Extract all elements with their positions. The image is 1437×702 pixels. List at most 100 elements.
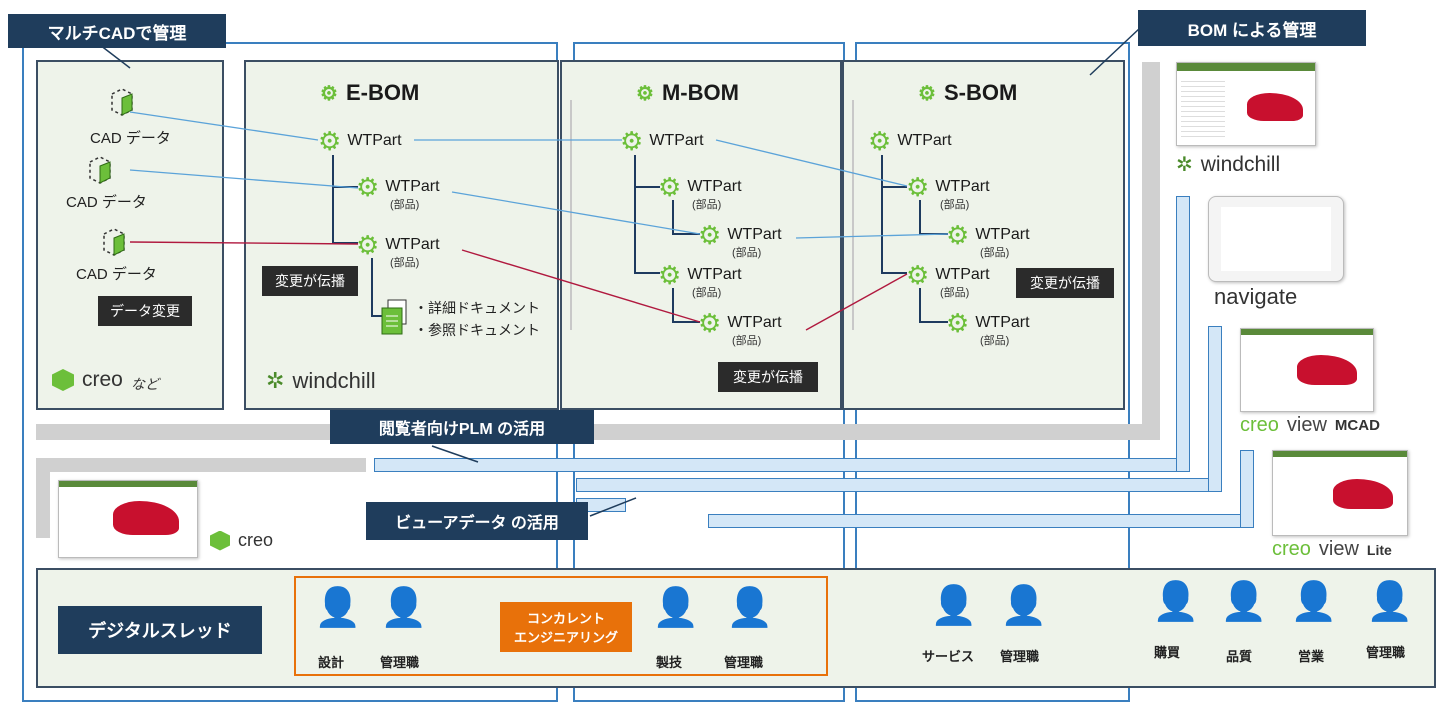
doc-reference-label: ・参照ドキュメント: [414, 322, 540, 338]
ebom-child1-part[interactable]: ⚙ WTPart (部品): [356, 174, 440, 211]
part-gear-icon: ⚙: [658, 260, 682, 290]
sbom-title: ⚙ S-BOM: [918, 80, 1017, 106]
ebom-root-part[interactable]: ⚙ WTPart: [318, 128, 402, 154]
cad-cube-icon: [108, 86, 138, 123]
gear-cluster-icon: ⚙: [918, 82, 936, 105]
navigate-brand: navigate: [1214, 284, 1297, 310]
windchill-brand-text: windchill: [292, 368, 376, 393]
windchill-brand-ebom: ✲ windchill: [266, 368, 376, 394]
part-gear-icon: ⚙: [318, 126, 342, 156]
role-purchase: 購買: [1154, 645, 1181, 660]
ebom-child1-sub: (部品): [390, 199, 420, 211]
role-manager-4: 管理職: [1366, 645, 1406, 660]
view-word: view: [1318, 538, 1359, 560]
document-icon: [380, 298, 408, 335]
mbom-child1-part[interactable]: ⚙ WTPart (部品): [658, 172, 742, 211]
snowmobile-image: [1247, 93, 1303, 121]
gear-cluster-icon: ⚙: [636, 82, 654, 105]
creo-nado-text: など: [130, 376, 159, 392]
ebom-child2-label: WTPart: [385, 236, 440, 253]
mbom-child1a-part[interactable]: ⚙ WTPart (部品): [698, 220, 782, 259]
sbom-child2-sub: (部品): [940, 287, 970, 299]
sbom-child1-sub: (部品): [940, 199, 970, 211]
mbom-panel: [560, 60, 842, 410]
sbom-child1a-part[interactable]: ⚙ WTPart (部品): [946, 220, 1030, 259]
sbom-child1-part[interactable]: ⚙ WTPart (部品): [906, 172, 990, 211]
part-gear-icon: ⚙: [698, 308, 722, 338]
role-design: 設計: [318, 655, 345, 670]
sbom-child2-label: WTPart: [935, 266, 990, 283]
manager-person-icon: 👤: [380, 587, 428, 629]
sbom-child2-part[interactable]: ⚙ WTPart (部品): [906, 262, 990, 299]
mcad-word: MCAD: [1334, 417, 1380, 434]
windchill-brand-right: ✲ windchill: [1176, 152, 1280, 177]
part-gear-icon: ⚙: [946, 220, 970, 250]
data-change-tag: データ変更: [98, 296, 192, 326]
mbom-child2-part[interactable]: ⚙ WTPart (部品): [658, 260, 742, 299]
plm-grey-bar-right: [1142, 62, 1160, 440]
ebom-root-label: WTPart: [347, 132, 402, 149]
manager-person-icon: 👤: [1000, 585, 1048, 627]
part-gear-icon: ⚙: [906, 172, 930, 202]
mbom-root-label: WTPart: [649, 132, 704, 149]
multi-cad-label: マルチCADで管理: [8, 14, 226, 48]
sales-person-icon: 👤: [1290, 581, 1338, 623]
plm-grey-bar: [36, 424, 1160, 440]
ebom-title-text: E-BOM: [345, 80, 420, 105]
creo-view-lite-brand: creo view Lite: [1272, 538, 1392, 561]
purchase-person-icon: 👤: [1152, 581, 1200, 623]
sbom-child1a-label: WTPart: [975, 226, 1030, 243]
mfg-person-icon: 👤: [652, 587, 700, 629]
role-manager-2: 管理職: [724, 655, 764, 670]
cad-data-label-1: CAD データ: [90, 130, 171, 147]
viewer-blue-bar-3v: [1240, 450, 1254, 528]
sbom-child2a-label: WTPart: [975, 314, 1030, 331]
role-quality: 品質: [1226, 649, 1253, 664]
view-word: view: [1286, 414, 1327, 436]
cad-panel: [36, 60, 224, 410]
mbom-child2a-part[interactable]: ⚙ WTPart (部品): [698, 308, 782, 347]
mbom-child2a-sub: (部品): [732, 335, 762, 347]
sbom-child2a-part[interactable]: ⚙ WTPart (部品): [946, 308, 1030, 347]
sbom-child1-label: WTPart: [935, 178, 990, 195]
navigate-app-text: navigate: [1214, 284, 1298, 309]
mbom-child2-label: WTPart: [687, 266, 742, 283]
cad-cube-icon: [100, 226, 130, 263]
part-gear-icon: ⚙: [868, 126, 892, 156]
quality-person-icon: 👤: [1220, 581, 1268, 623]
sbom-propagate-tag: 変更が伝播: [1016, 268, 1114, 298]
snowmobile-image: [1297, 355, 1357, 385]
part-gear-icon: ⚙: [698, 220, 722, 250]
ebom-propagate-tag: 変更が伝播: [262, 266, 358, 296]
sbom-root-label: WTPart: [897, 132, 952, 149]
part-gear-icon: ⚙: [946, 308, 970, 338]
sbom-child2a-sub: (部品): [980, 335, 1010, 347]
windchill-logo-icon: ✲: [1176, 154, 1193, 176]
role-manager-1: 管理職: [380, 655, 420, 670]
mbom-divider: [570, 100, 572, 330]
concurrent-engineering-box: [294, 576, 828, 676]
gear-cluster-icon: ⚙: [320, 82, 338, 105]
ebom-panel: [244, 60, 559, 410]
creo-view-mcad-screenshot: [1240, 328, 1374, 412]
cad-data-label-3: CAD データ: [76, 266, 157, 283]
creo-view-lite-screenshot: [1272, 450, 1408, 536]
ebom-child2-part[interactable]: ⚙ WTPart (部品): [356, 230, 440, 269]
part-gear-icon: ⚙: [356, 230, 380, 260]
sbom-root-part[interactable]: ⚙ WTPart: [868, 128, 952, 154]
mbom-title-text: M-BOM: [661, 80, 739, 105]
creo-view-mcad-brand: creo view MCAD: [1240, 414, 1380, 437]
ebom-child1-label: WTPart: [385, 178, 440, 195]
viewer-usage-label: ビューアデータ の活用: [366, 502, 588, 540]
designer-person-icon: 👤: [314, 587, 362, 629]
mbom-root-part[interactable]: ⚙ WTPart: [620, 128, 704, 154]
part-gear-icon: ⚙: [658, 172, 682, 202]
mbom-propagate-tag: 変更が伝播: [718, 362, 818, 392]
viewer-grey-bar-left: [36, 458, 50, 538]
concurrent-engineering-label: コンカレント エンジニアリング: [500, 602, 632, 652]
cad-data-label-2: CAD データ: [66, 194, 147, 211]
navigate-tablet: [1208, 196, 1344, 282]
role-manager-3: 管理職: [1000, 649, 1040, 664]
windchill-logo-icon: ✲: [266, 368, 285, 393]
mbom-child1a-sub: (部品): [732, 247, 762, 259]
